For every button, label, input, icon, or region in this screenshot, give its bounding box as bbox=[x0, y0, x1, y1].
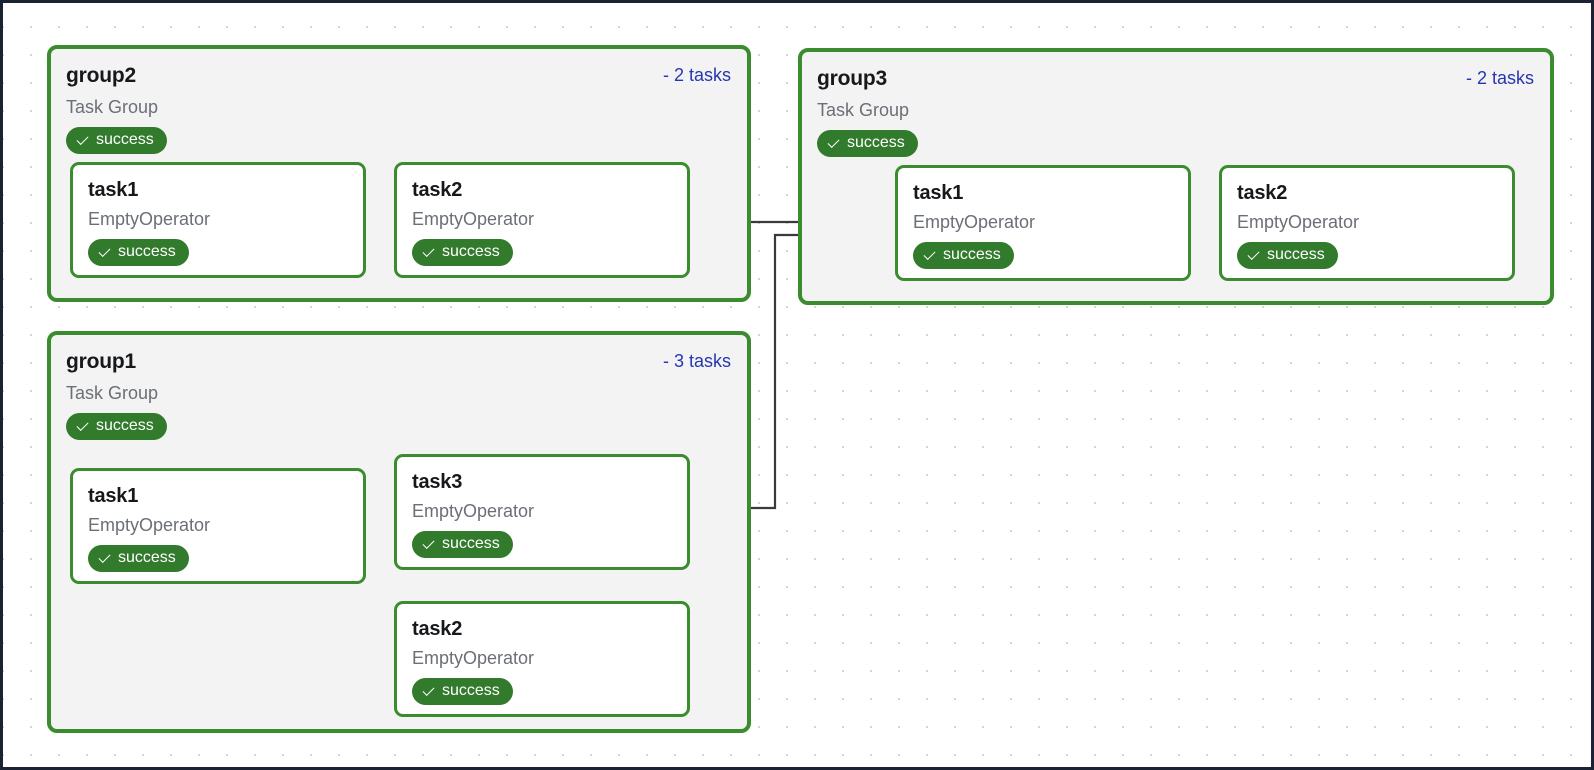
group-task-count[interactable]: - 2 tasks bbox=[1465, 68, 1534, 88]
task-group-group1[interactable]: group1 Task Group - 3 tasks success task… bbox=[47, 331, 751, 733]
task-status-badge[interactable]: success bbox=[412, 531, 513, 558]
task-status-badge[interactable]: success bbox=[913, 242, 1014, 269]
task-node-group1-task3[interactable]: task3 EmptyOperator success bbox=[394, 454, 690, 570]
check-icon bbox=[77, 420, 90, 433]
task-status-label: success bbox=[1267, 246, 1325, 263]
task-node-group3-task2[interactable]: task2 EmptyOperator success bbox=[1219, 165, 1515, 281]
task-status-badge[interactable]: success bbox=[88, 239, 189, 266]
task-title: task2 bbox=[412, 179, 463, 201]
group-title: group2 bbox=[66, 64, 136, 87]
task-status-label: success bbox=[442, 243, 500, 260]
check-icon bbox=[99, 552, 112, 565]
task-operator: EmptyOperator bbox=[88, 515, 211, 535]
task-status-label: success bbox=[442, 535, 500, 552]
task-operator: EmptyOperator bbox=[412, 501, 535, 521]
task-node-group3-task1[interactable]: task1 EmptyOperator success bbox=[895, 165, 1191, 281]
group-status-badge[interactable]: success bbox=[66, 413, 167, 440]
task-status-badge[interactable]: success bbox=[88, 545, 189, 572]
task-operator: EmptyOperator bbox=[412, 648, 535, 668]
task-node-group2-task2[interactable]: task2 EmptyOperator success bbox=[394, 162, 690, 278]
group-status-badge[interactable]: success bbox=[66, 127, 167, 154]
check-icon bbox=[423, 538, 436, 551]
group-task-count[interactable]: - 2 tasks bbox=[662, 65, 731, 85]
group-subtitle: Task Group bbox=[817, 100, 910, 120]
task-group-group2[interactable]: group2 Task Group - 2 tasks success task… bbox=[47, 45, 751, 302]
task-title: task1 bbox=[88, 485, 139, 507]
group-status-badge[interactable]: success bbox=[817, 130, 918, 157]
check-icon bbox=[828, 137, 841, 150]
check-icon bbox=[77, 134, 90, 147]
task-node-group2-task1[interactable]: task1 EmptyOperator success bbox=[70, 162, 366, 278]
group-subtitle: Task Group bbox=[66, 97, 159, 117]
task-status-label: success bbox=[118, 243, 176, 260]
task-status-badge[interactable]: success bbox=[412, 678, 513, 705]
task-status-label: success bbox=[943, 246, 1001, 263]
group-task-count[interactable]: - 3 tasks bbox=[662, 351, 731, 371]
check-icon bbox=[423, 685, 436, 698]
task-node-group1-task2[interactable]: task2 EmptyOperator success bbox=[394, 601, 690, 717]
task-status-badge[interactable]: success bbox=[412, 239, 513, 266]
task-group-group3[interactable]: group3 Task Group - 2 tasks success task… bbox=[798, 48, 1554, 305]
task-status-label: success bbox=[442, 682, 500, 699]
group-status-label: success bbox=[96, 417, 154, 434]
task-node-group1-task1[interactable]: task1 EmptyOperator success bbox=[70, 468, 366, 584]
task-title: task1 bbox=[913, 182, 964, 204]
task-operator: EmptyOperator bbox=[412, 209, 535, 229]
task-title: task1 bbox=[88, 179, 139, 201]
group-subtitle: Task Group bbox=[66, 383, 159, 403]
task-title: task2 bbox=[412, 618, 463, 640]
group-title: group3 bbox=[817, 67, 887, 90]
check-icon bbox=[924, 249, 937, 262]
task-status-label: success bbox=[118, 549, 176, 566]
task-operator: EmptyOperator bbox=[1237, 212, 1360, 232]
group-title: group1 bbox=[66, 350, 136, 373]
check-icon bbox=[423, 246, 436, 259]
task-title: task2 bbox=[1237, 182, 1288, 204]
task-status-badge[interactable]: success bbox=[1237, 242, 1338, 269]
group-status-label: success bbox=[96, 131, 154, 148]
check-icon bbox=[1248, 249, 1261, 262]
task-operator: EmptyOperator bbox=[88, 209, 211, 229]
task-title: task3 bbox=[412, 471, 463, 493]
task-operator: EmptyOperator bbox=[913, 212, 1036, 232]
check-icon bbox=[99, 246, 112, 259]
group-status-label: success bbox=[847, 134, 905, 151]
